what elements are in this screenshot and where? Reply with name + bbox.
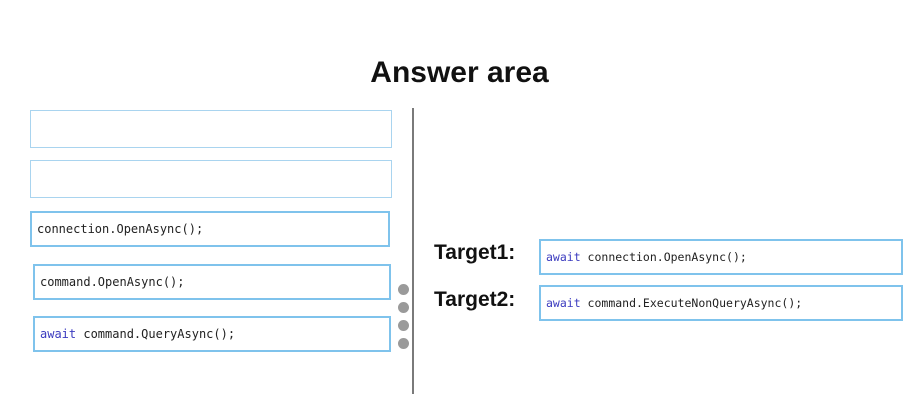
target2-drop-zone[interactable]: await command.ExecuteNonQueryAsync(); <box>539 285 903 321</box>
code-text: command.QueryAsync(); <box>76 327 236 341</box>
divider <box>412 108 414 394</box>
handle-dot <box>398 320 409 331</box>
empty-source-slot-1[interactable] <box>30 110 392 148</box>
handle-dot <box>398 302 409 313</box>
code-text: connection.OpenAsync(); <box>37 222 204 236</box>
code-text: command.OpenAsync(); <box>40 275 185 289</box>
drag-handle-icon[interactable] <box>398 284 410 356</box>
target2-label: Target2: <box>434 288 516 311</box>
code-tile-await-command-queryasync[interactable]: await command.QueryAsync(); <box>33 316 391 352</box>
keyword-text: await <box>546 296 581 310</box>
handle-dot <box>398 284 409 295</box>
target1-drop-zone[interactable]: await connection.OpenAsync(); <box>539 239 903 275</box>
handle-dot <box>398 338 409 349</box>
code-text: command.ExecuteNonQueryAsync(); <box>580 296 803 310</box>
answer-area-title: Answer area <box>370 56 549 89</box>
code-tile-command-openasync[interactable]: command.OpenAsync(); <box>33 264 391 300</box>
empty-source-slot-2[interactable] <box>30 160 392 198</box>
target1-label: Target1: <box>434 241 516 264</box>
keyword-text: await <box>40 327 77 341</box>
code-tile-connection-openasync[interactable]: connection.OpenAsync(); <box>30 211 390 247</box>
code-text: connection.OpenAsync(); <box>580 250 747 264</box>
keyword-text: await <box>546 250 581 264</box>
